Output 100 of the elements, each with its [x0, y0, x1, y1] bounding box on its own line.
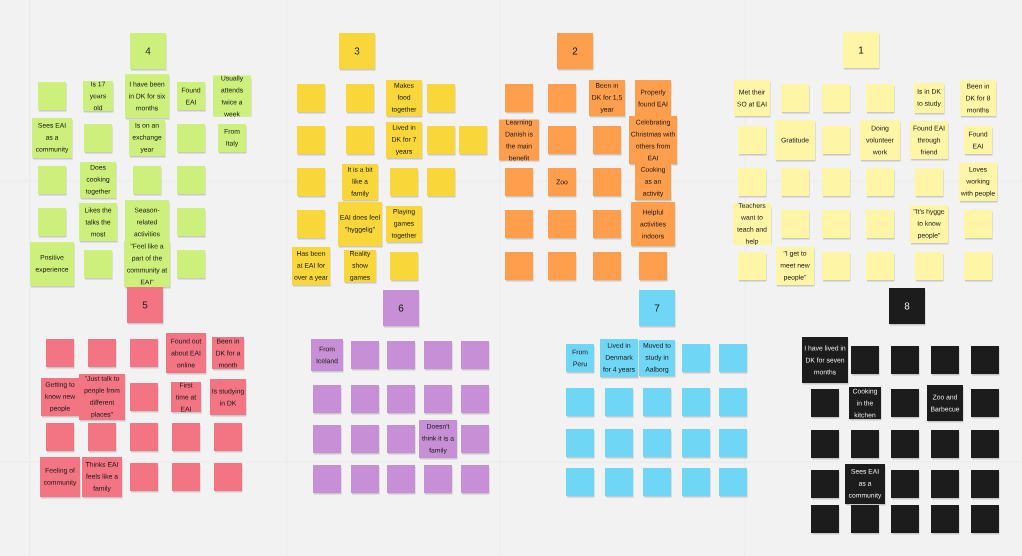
- sticky-note: [781, 84, 810, 114]
- sticky-note: [931, 430, 960, 460]
- sticky-note: [738, 168, 767, 198]
- sticky-note: [172, 463, 201, 493]
- sticky-note: [866, 252, 895, 282]
- sticky-note: [964, 252, 993, 282]
- sticky-note: [719, 344, 748, 374]
- sticky-note: [177, 208, 206, 238]
- sticky-note: [461, 341, 490, 371]
- sticky-note: [811, 430, 840, 460]
- sticky-note: [387, 341, 416, 371]
- sticky-note: [424, 385, 453, 415]
- sticky-note: [427, 84, 456, 114]
- sticky-note: [130, 383, 159, 413]
- sticky-note: [639, 252, 668, 282]
- sticky-note: [390, 252, 419, 282]
- sticky-note: [971, 389, 1000, 419]
- sticky-note: [548, 126, 577, 156]
- group-number-note: 8: [889, 288, 926, 326]
- sticky-note: [130, 423, 159, 453]
- sticky-note: [38, 82, 67, 112]
- sticky-note: [387, 385, 416, 415]
- sticky-note: [351, 425, 380, 455]
- sticky-note: [177, 124, 206, 154]
- sticky-note: [682, 429, 711, 459]
- sticky-note: [548, 252, 577, 282]
- sticky-note: [566, 388, 595, 418]
- sticky-note: [811, 505, 840, 535]
- sticky-note: [88, 423, 117, 453]
- sticky-note: [424, 465, 453, 495]
- sticky-note: [88, 339, 117, 369]
- sticky-note: [822, 210, 851, 240]
- group-number-note: 2: [557, 33, 594, 71]
- sticky-note: [931, 346, 960, 376]
- sticky-note: [719, 429, 748, 459]
- sticky-note: [822, 126, 851, 156]
- sticky-note: [866, 84, 895, 114]
- sticky-note: [811, 389, 840, 419]
- sticky-note: [822, 168, 851, 198]
- sticky-note: [297, 168, 326, 198]
- sticky-note: [738, 126, 767, 156]
- sticky-note: [346, 84, 375, 114]
- sticky-note: [593, 252, 622, 282]
- sticky-note: [931, 505, 960, 535]
- sticky-note: [346, 126, 375, 156]
- sticky-note: [851, 346, 880, 376]
- sticky-note: [781, 168, 810, 198]
- sticky-note: [822, 252, 851, 282]
- sticky-note: [461, 385, 490, 415]
- sticky-note: [459, 126, 488, 156]
- sticky-note: [643, 429, 672, 459]
- sticky-note: [593, 210, 622, 240]
- sticky-note: [891, 389, 920, 419]
- sticky-note: [593, 168, 622, 198]
- sticky-note: [566, 468, 595, 498]
- group-number-note: 1: [843, 32, 880, 70]
- sticky-note: [297, 84, 326, 114]
- sticky-note: [971, 430, 1000, 460]
- sticky-note: [351, 341, 380, 371]
- sticky-note: [643, 388, 672, 418]
- sticky-note: [505, 210, 534, 240]
- sticky-note: [866, 210, 895, 240]
- sticky-note: [891, 505, 920, 535]
- sticky-note: [738, 252, 767, 282]
- sticky-note: [605, 468, 634, 498]
- sticky-note: [548, 84, 577, 114]
- sticky-note: [427, 168, 456, 198]
- sticky-note: [38, 166, 67, 196]
- sticky-note: [811, 470, 840, 500]
- sticky-note: [964, 210, 993, 240]
- sticky-note: [46, 423, 75, 453]
- sticky-note: [84, 250, 113, 280]
- sticky-note: [461, 425, 490, 455]
- sticky-note: [387, 425, 416, 455]
- sticky-note: [424, 341, 453, 371]
- sticky-note: [84, 124, 113, 154]
- group-number-note: 7: [639, 290, 676, 328]
- sticky-note: [461, 465, 490, 495]
- sticky-note: [915, 252, 944, 282]
- sticky-note: [866, 168, 895, 198]
- sticky-note: [682, 468, 711, 498]
- sticky-note: [297, 126, 326, 156]
- sticky-note: [643, 468, 672, 498]
- sticky-note: [313, 425, 342, 455]
- sticky-note: [313, 465, 342, 495]
- sticky-note: [177, 166, 206, 196]
- sticky-note: [351, 385, 380, 415]
- sticky-note: [313, 385, 342, 415]
- sticky-note: [505, 84, 534, 114]
- sticky-note: [387, 465, 416, 495]
- sticky-note: [46, 339, 75, 369]
- sticky-note: [891, 430, 920, 460]
- group-number-note: 3: [339, 33, 376, 71]
- sticky-note: [605, 429, 634, 459]
- sticky-note: [548, 210, 577, 240]
- sticky-note: [593, 126, 622, 156]
- sticky-note: [682, 344, 711, 374]
- sticky-note: [719, 468, 748, 498]
- sticky-note: [130, 463, 159, 493]
- sticky-note: [390, 168, 419, 198]
